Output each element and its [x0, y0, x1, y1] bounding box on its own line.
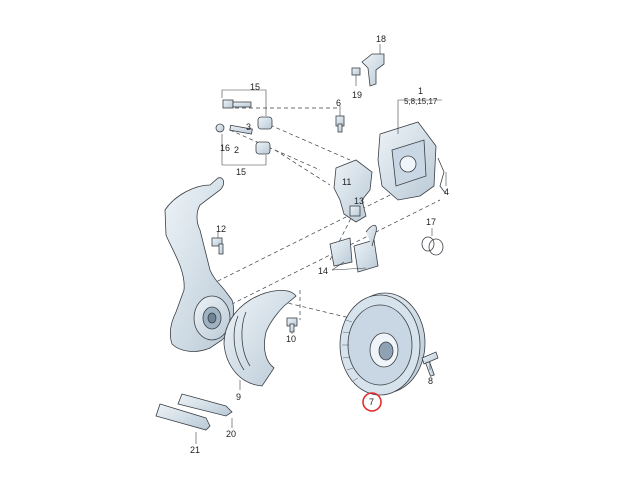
- bolt-12: [211, 237, 224, 255]
- callout-19: 19: [352, 90, 363, 100]
- callout-20: 20: [226, 429, 237, 439]
- callout-7: 7: [369, 397, 375, 407]
- callout-15-top: 15: [250, 82, 261, 92]
- callout-13: 13: [354, 196, 365, 206]
- callout-2: 2: [234, 145, 240, 155]
- callout-11: 11: [342, 177, 352, 187]
- callout-17: 17: [426, 217, 437, 227]
- seal-rings: [421, 236, 444, 256]
- callout-1-sub: 5,8,15,17: [404, 97, 438, 106]
- callout-8: 8: [428, 376, 434, 386]
- grease-tubes: [155, 393, 233, 431]
- callout-1: 1: [418, 86, 424, 96]
- bolt-10: [286, 317, 298, 333]
- splash-shield: [223, 290, 297, 387]
- callout-15-bottom: 15: [236, 167, 247, 177]
- callout-3: 3: [246, 122, 252, 132]
- brake-caliper: [377, 121, 437, 201]
- brake-disc: [339, 292, 426, 396]
- bleed-bolt: [335, 115, 345, 133]
- callout-16: 16: [220, 143, 231, 153]
- callout-9: 9: [236, 392, 242, 402]
- callout-12: 12: [216, 224, 227, 234]
- callout-21: 21: [190, 445, 201, 455]
- steering-knuckle: [164, 177, 234, 352]
- guide-pins: [215, 99, 273, 155]
- retaining-clip: [437, 157, 447, 195]
- callout-6: 6: [336, 98, 342, 108]
- brake-pads: [329, 224, 379, 273]
- callout-4: 4: [444, 187, 450, 197]
- pad-wear-bracket: [351, 53, 385, 87]
- caliper-carrier: [333, 159, 373, 223]
- callout-18: 18: [376, 34, 387, 44]
- highlight-circle-7: [362, 392, 382, 412]
- callout-10: 10: [286, 334, 297, 344]
- leader-lines: [195, 44, 447, 444]
- assembly-lines: [179, 107, 441, 361]
- callout-14: 14: [318, 266, 329, 276]
